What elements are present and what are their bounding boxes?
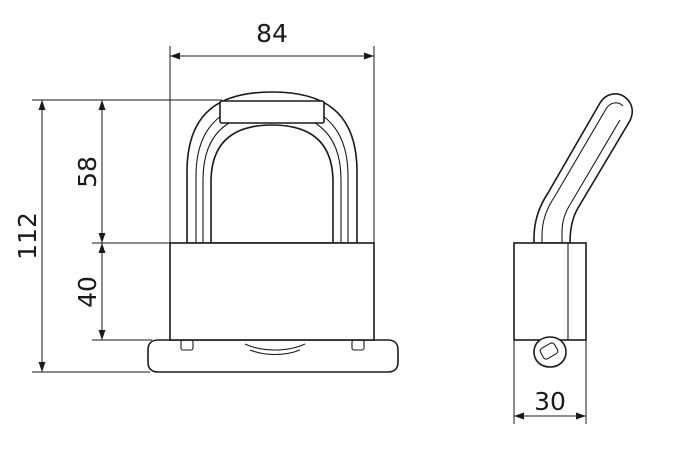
shackle-inner: [210, 124, 334, 244]
dimension-lines-front: [32, 46, 375, 373]
padlock-front-view: [147, 91, 399, 373]
side-key-cylinder: [533, 336, 567, 368]
side-lock-body: [513, 242, 587, 341]
side-thickness-dimension-label: 30: [534, 387, 566, 416]
base-plate: [147, 339, 399, 373]
lock-body: [169, 242, 375, 341]
body-height-dimension-label: 40: [73, 276, 102, 308]
padlock-side-view: [513, 93, 634, 368]
shackle-height-dimension-label: 58: [73, 156, 102, 188]
total-height-dimension-label: 112: [13, 212, 42, 260]
width-dimension-label: 84: [256, 19, 288, 48]
dimension-labels-front: 84 112 58 40: [13, 19, 288, 308]
shackle-guard: [219, 100, 325, 124]
side-shackle: [533, 93, 634, 244]
dimension-lines-side: [513, 340, 587, 424]
